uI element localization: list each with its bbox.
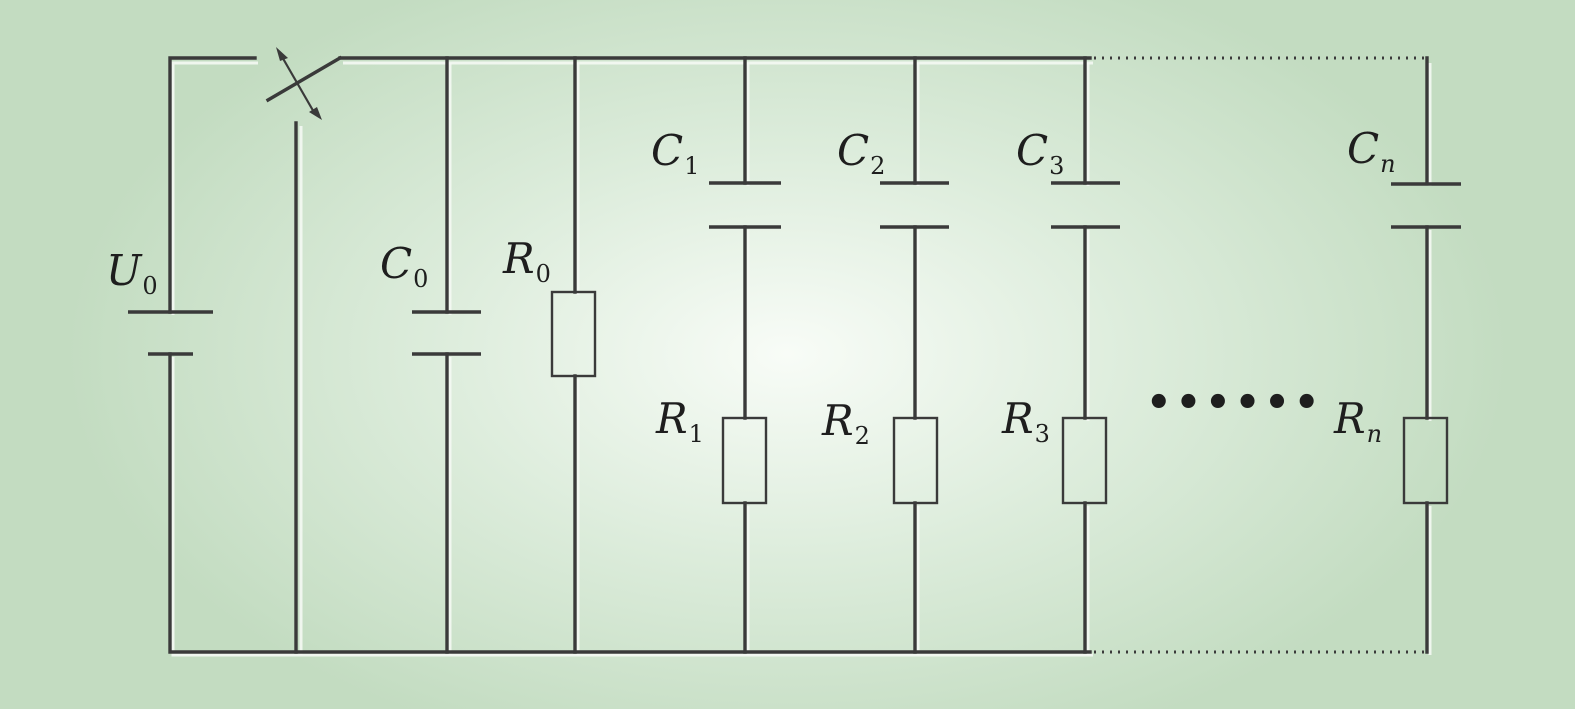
- label-u0: U0: [106, 246, 158, 300]
- capacitor-cn: [1391, 182, 1461, 229]
- wires: [168, 56, 1429, 654]
- switch-symbol: [265, 47, 343, 120]
- resistor-r1: [721, 416, 768, 505]
- capacitor-c1: [709, 181, 781, 229]
- capacitor-c3: [1051, 181, 1120, 229]
- resistor-r0: [550, 290, 597, 378]
- wire-highlights: [171, 61, 1432, 657]
- capacitor-c2: [880, 181, 949, 229]
- label-r0: R0: [503, 234, 551, 288]
- resistor-rn: [1402, 416, 1449, 505]
- resistor-r2: [892, 416, 939, 505]
- label-c2: C2: [837, 126, 886, 180]
- resistor-r3: [1061, 416, 1108, 505]
- battery-u0: [128, 310, 213, 356]
- capacitor-c0: [412, 310, 481, 356]
- label-r3: R3: [1002, 394, 1050, 448]
- ellipsis: ••••••: [1146, 380, 1324, 426]
- bottom-wire: [168, 352, 1092, 654]
- top-wire: [168, 56, 1092, 314]
- label-c3: C3: [1016, 126, 1065, 180]
- label-r2: R2: [822, 396, 870, 450]
- label-rn: Rn: [1334, 394, 1383, 448]
- label-c0: C0: [380, 239, 429, 293]
- label-r1: R1: [656, 394, 704, 448]
- label-cn: Cn: [1347, 124, 1396, 178]
- label-c1: C1: [651, 126, 700, 180]
